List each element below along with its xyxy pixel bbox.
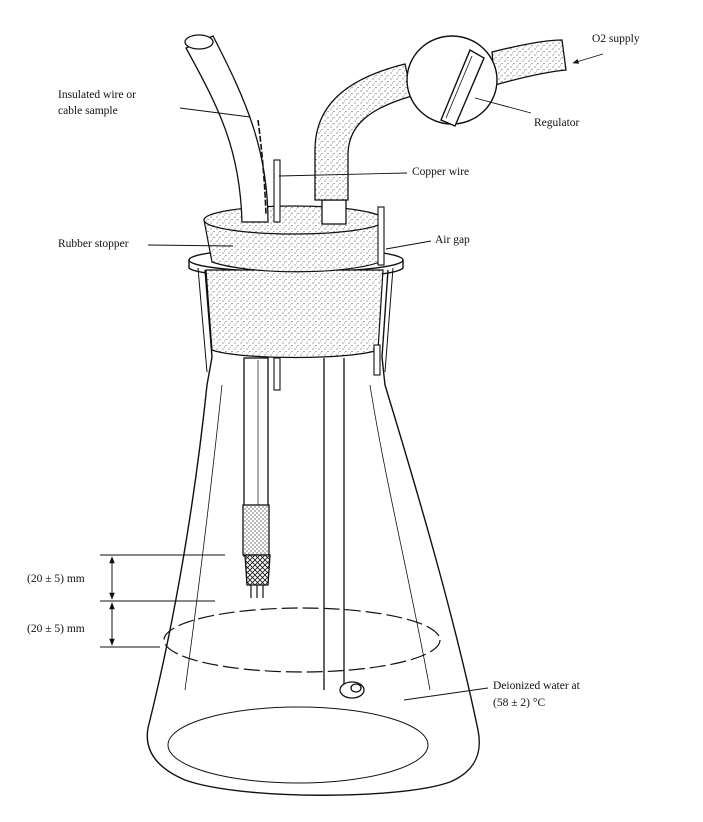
stopper bbox=[203, 205, 385, 359]
label-water-2: (58 ± 2) °C bbox=[493, 697, 546, 709]
dimension-lines bbox=[100, 554, 225, 648]
o2-supply-arrow bbox=[572, 53, 604, 64]
label-copper-wire: Copper wire bbox=[412, 166, 470, 178]
water-surface bbox=[163, 607, 441, 673]
cable-sample bbox=[184, 34, 271, 598]
regulator bbox=[406, 35, 498, 127]
oxygen-tube bbox=[314, 39, 567, 699]
cable-leader bbox=[179, 107, 251, 118]
label-air-gap: Air gap bbox=[435, 234, 470, 246]
label-insulated-wire-1: Insulated wire or bbox=[58, 89, 136, 101]
label-insulated-wire-2: cable sample bbox=[58, 105, 118, 117]
stopper-leader bbox=[147, 244, 234, 247]
regulator-leader bbox=[474, 97, 532, 114]
water-leader bbox=[403, 687, 489, 701]
label-dimension-lower: (20 ± 5) mm bbox=[27, 623, 85, 635]
air-gap-leader bbox=[385, 240, 432, 250]
leader-lines bbox=[147, 53, 604, 701]
label-regulator: Regulator bbox=[534, 117, 580, 129]
label-dimension-upper: (20 ± 5) mm bbox=[27, 573, 85, 585]
copper-wire bbox=[273, 159, 385, 391]
label-o2-supply: O2 supply bbox=[592, 33, 640, 45]
label-water-1: Deionized water at bbox=[493, 680, 580, 692]
label-rubber-stopper: Rubber stopper bbox=[58, 238, 129, 250]
copper-wire-leader bbox=[278, 172, 408, 177]
